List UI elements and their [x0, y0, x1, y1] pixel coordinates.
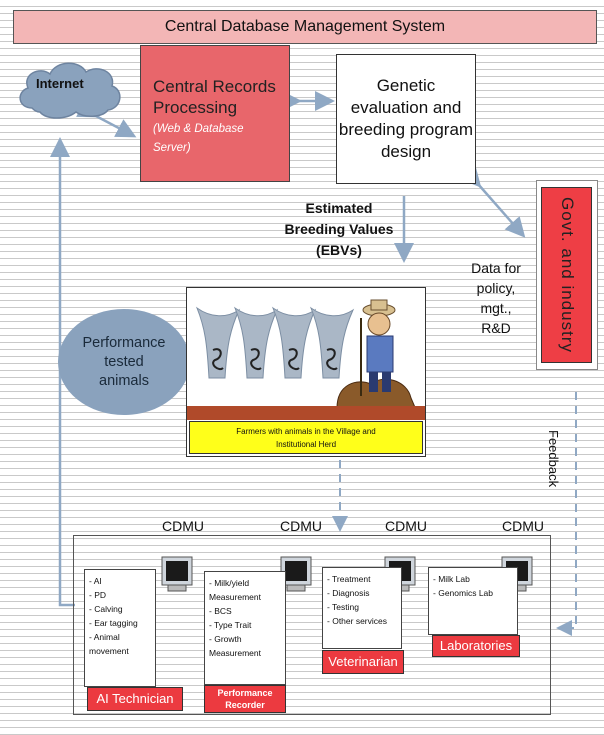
list-item: - Genomics Lab — [433, 588, 494, 598]
list-item: - Calving — [89, 604, 123, 614]
govt-industry-box: Govt. and industry — [541, 187, 592, 363]
list-item: - Treatment — [327, 574, 371, 584]
policy-line4: R&D — [481, 320, 511, 336]
list-item: - Growth Measurement — [209, 634, 261, 658]
cdmu-container — [73, 535, 551, 715]
list-item: - Animal movement — [89, 632, 129, 656]
cdmu-label-2: CDMU — [280, 518, 322, 534]
veterinarian-list: - Treatment - Diagnosis - Testing - Othe… — [322, 567, 402, 649]
ebv-line2: Breeding Values — [284, 221, 394, 237]
list-item: - AI — [89, 576, 102, 586]
cdmu-label-3: CDMU — [385, 518, 427, 534]
farmers-label: Farmers with animals in the Village and … — [189, 421, 423, 454]
performance-list: - Milk/yield Measurement - BCS - Type Tr… — [204, 571, 286, 685]
list-item: - Ear tagging — [89, 618, 138, 628]
perf-line3: animals — [99, 372, 149, 389]
ebv-label: Estimated Breeding Values (EBVs) — [276, 198, 402, 261]
genetic-evaluation-box: Genetic evaluation and breeding program … — [336, 54, 476, 184]
genetic-line4: design — [380, 142, 432, 161]
ebv-line3: (EBVs) — [316, 242, 362, 258]
cdmu-label-1: CDMU — [162, 518, 204, 534]
veterinarian-label: Veterinarian — [322, 650, 404, 674]
computer-icon — [280, 556, 312, 592]
govt-industry-label: Govt. and industry — [557, 197, 577, 353]
genetic-govt-arrow — [460, 166, 526, 238]
policy-line1: Data for — [471, 260, 521, 276]
list-item: - Milk Lab — [433, 574, 470, 584]
list-item: - Other services — [327, 616, 387, 626]
cattle-and-farmer-icon — [187, 299, 425, 420]
farmers-label-line2: Institutional Herd — [275, 440, 337, 449]
perf-line1: Performance — [82, 334, 166, 351]
computer-icon — [161, 556, 193, 592]
farmers-illustration: Farmers with animals in the Village and … — [186, 287, 426, 457]
policy-line3: mgt., — [480, 300, 512, 316]
genetic-line1: Genetic — [376, 76, 436, 95]
farmers-label-line1: Farmers with animals in the Village and — [236, 427, 376, 436]
genetic-line3: breeding program — [338, 120, 474, 139]
internet-cloud-icon — [19, 62, 121, 119]
ai-technician-label: AI Technician — [87, 687, 183, 711]
cdmu-label-4: CDMU — [502, 518, 544, 534]
central-records-sub2: Server) — [153, 142, 191, 154]
laboratories-list: - Milk Lab - Genomics Lab — [428, 567, 518, 635]
feedback-arrow — [556, 392, 577, 636]
policy-label: Data for policy, mgt., R&D — [464, 258, 528, 338]
perf-line2: tested — [104, 353, 144, 370]
page-title: Central Database Management System — [13, 10, 597, 44]
list-item: - BCS — [209, 606, 232, 616]
performance-recorder-label: Performance Recorder — [204, 685, 286, 713]
ai-tech-list: - AI - PD - Calving - Ear tagging - Anim… — [84, 569, 156, 687]
genetic-line2: evaluation and — [350, 98, 462, 117]
list-item: - Milk/yield Measurement — [209, 578, 261, 602]
internet-central-arrow — [76, 99, 137, 138]
list-item: - Type Trait — [209, 620, 252, 630]
list-item: - Testing — [327, 602, 359, 612]
policy-line2: policy, — [476, 280, 516, 296]
central-records-line1: Central Records — [153, 77, 276, 96]
feedback-label: Feedback — [546, 430, 561, 488]
ebv-line1: Estimated — [305, 200, 373, 216]
list-item: - PD — [89, 590, 107, 600]
return-arrow — [50, 137, 75, 607]
laboratories-label: Laboratories — [432, 635, 520, 657]
central-records-line2: Processing — [153, 98, 238, 117]
central-records-sub1: (Web & Database — [153, 123, 244, 135]
list-item: - Diagnosis — [327, 588, 370, 598]
internet-label: Internet — [36, 76, 84, 91]
central-records-box: Central Records Processing (Web & Databa… — [140, 45, 290, 182]
performance-tested-ellipse: Performance tested animals — [58, 309, 190, 415]
